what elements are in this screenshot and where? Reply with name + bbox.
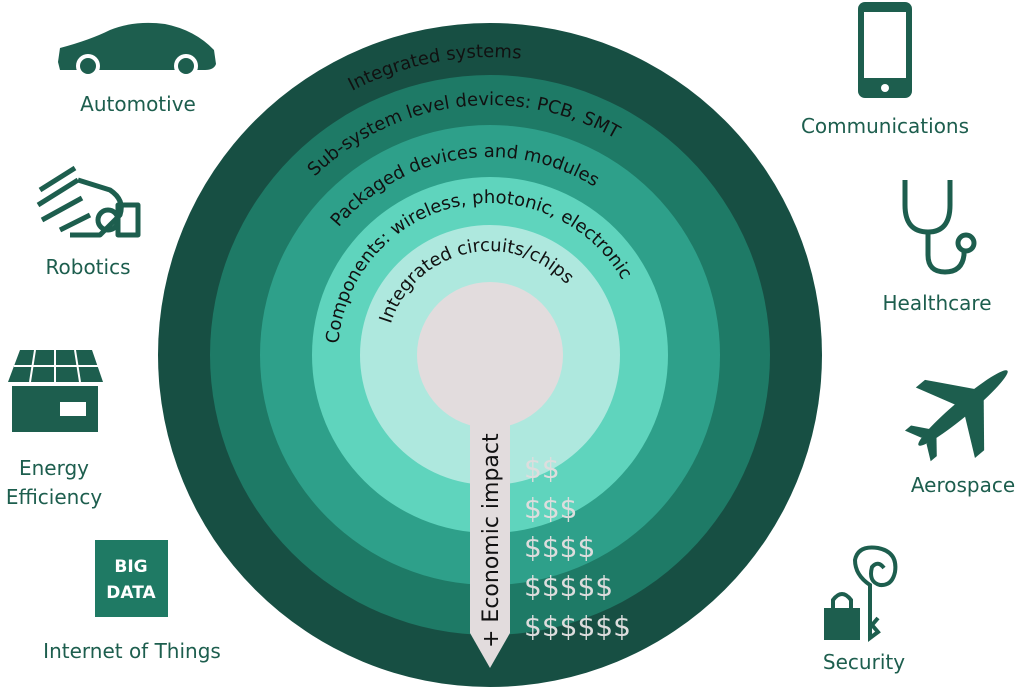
label-iot: Internet of Things <box>43 639 221 663</box>
label-energy-2: Efficiency <box>5 485 103 509</box>
big-data-line2: DATA <box>106 583 156 603</box>
car-icon <box>58 22 216 78</box>
label-healthcare: Healthcare <box>882 291 992 315</box>
label-automotive: Automotive <box>80 92 196 116</box>
house-solar-icon <box>8 349 103 432</box>
dollar-tier-5: $$$$$$ <box>524 610 631 643</box>
economic-impact-label: + Economic impact <box>479 433 504 648</box>
airplane-icon <box>904 370 1008 462</box>
economic-impact-arrow <box>470 410 510 668</box>
dollar-tier-2: $$$ <box>524 492 577 525</box>
label-aerospace: Aerospace <box>910 473 1016 497</box>
fingerprint-key-lock-icon <box>824 545 898 642</box>
phone-icon <box>858 2 912 98</box>
dollar-tier-1: $$ <box>524 452 560 485</box>
core-circle <box>417 282 563 428</box>
label-security: Security <box>822 650 906 674</box>
stethoscope-icon <box>902 180 977 275</box>
big-data-line1: BIG <box>114 557 147 577</box>
label-energy-1: Energy <box>18 456 90 480</box>
dollar-tier-4: $$$$$ <box>524 570 613 603</box>
label-communications: Communications <box>800 114 970 138</box>
big-data-icon <box>95 540 168 617</box>
dollar-tier-3: $$$$ <box>524 531 595 564</box>
label-robotics: Robotics <box>45 255 131 279</box>
robotic-hand-icon <box>36 165 141 238</box>
